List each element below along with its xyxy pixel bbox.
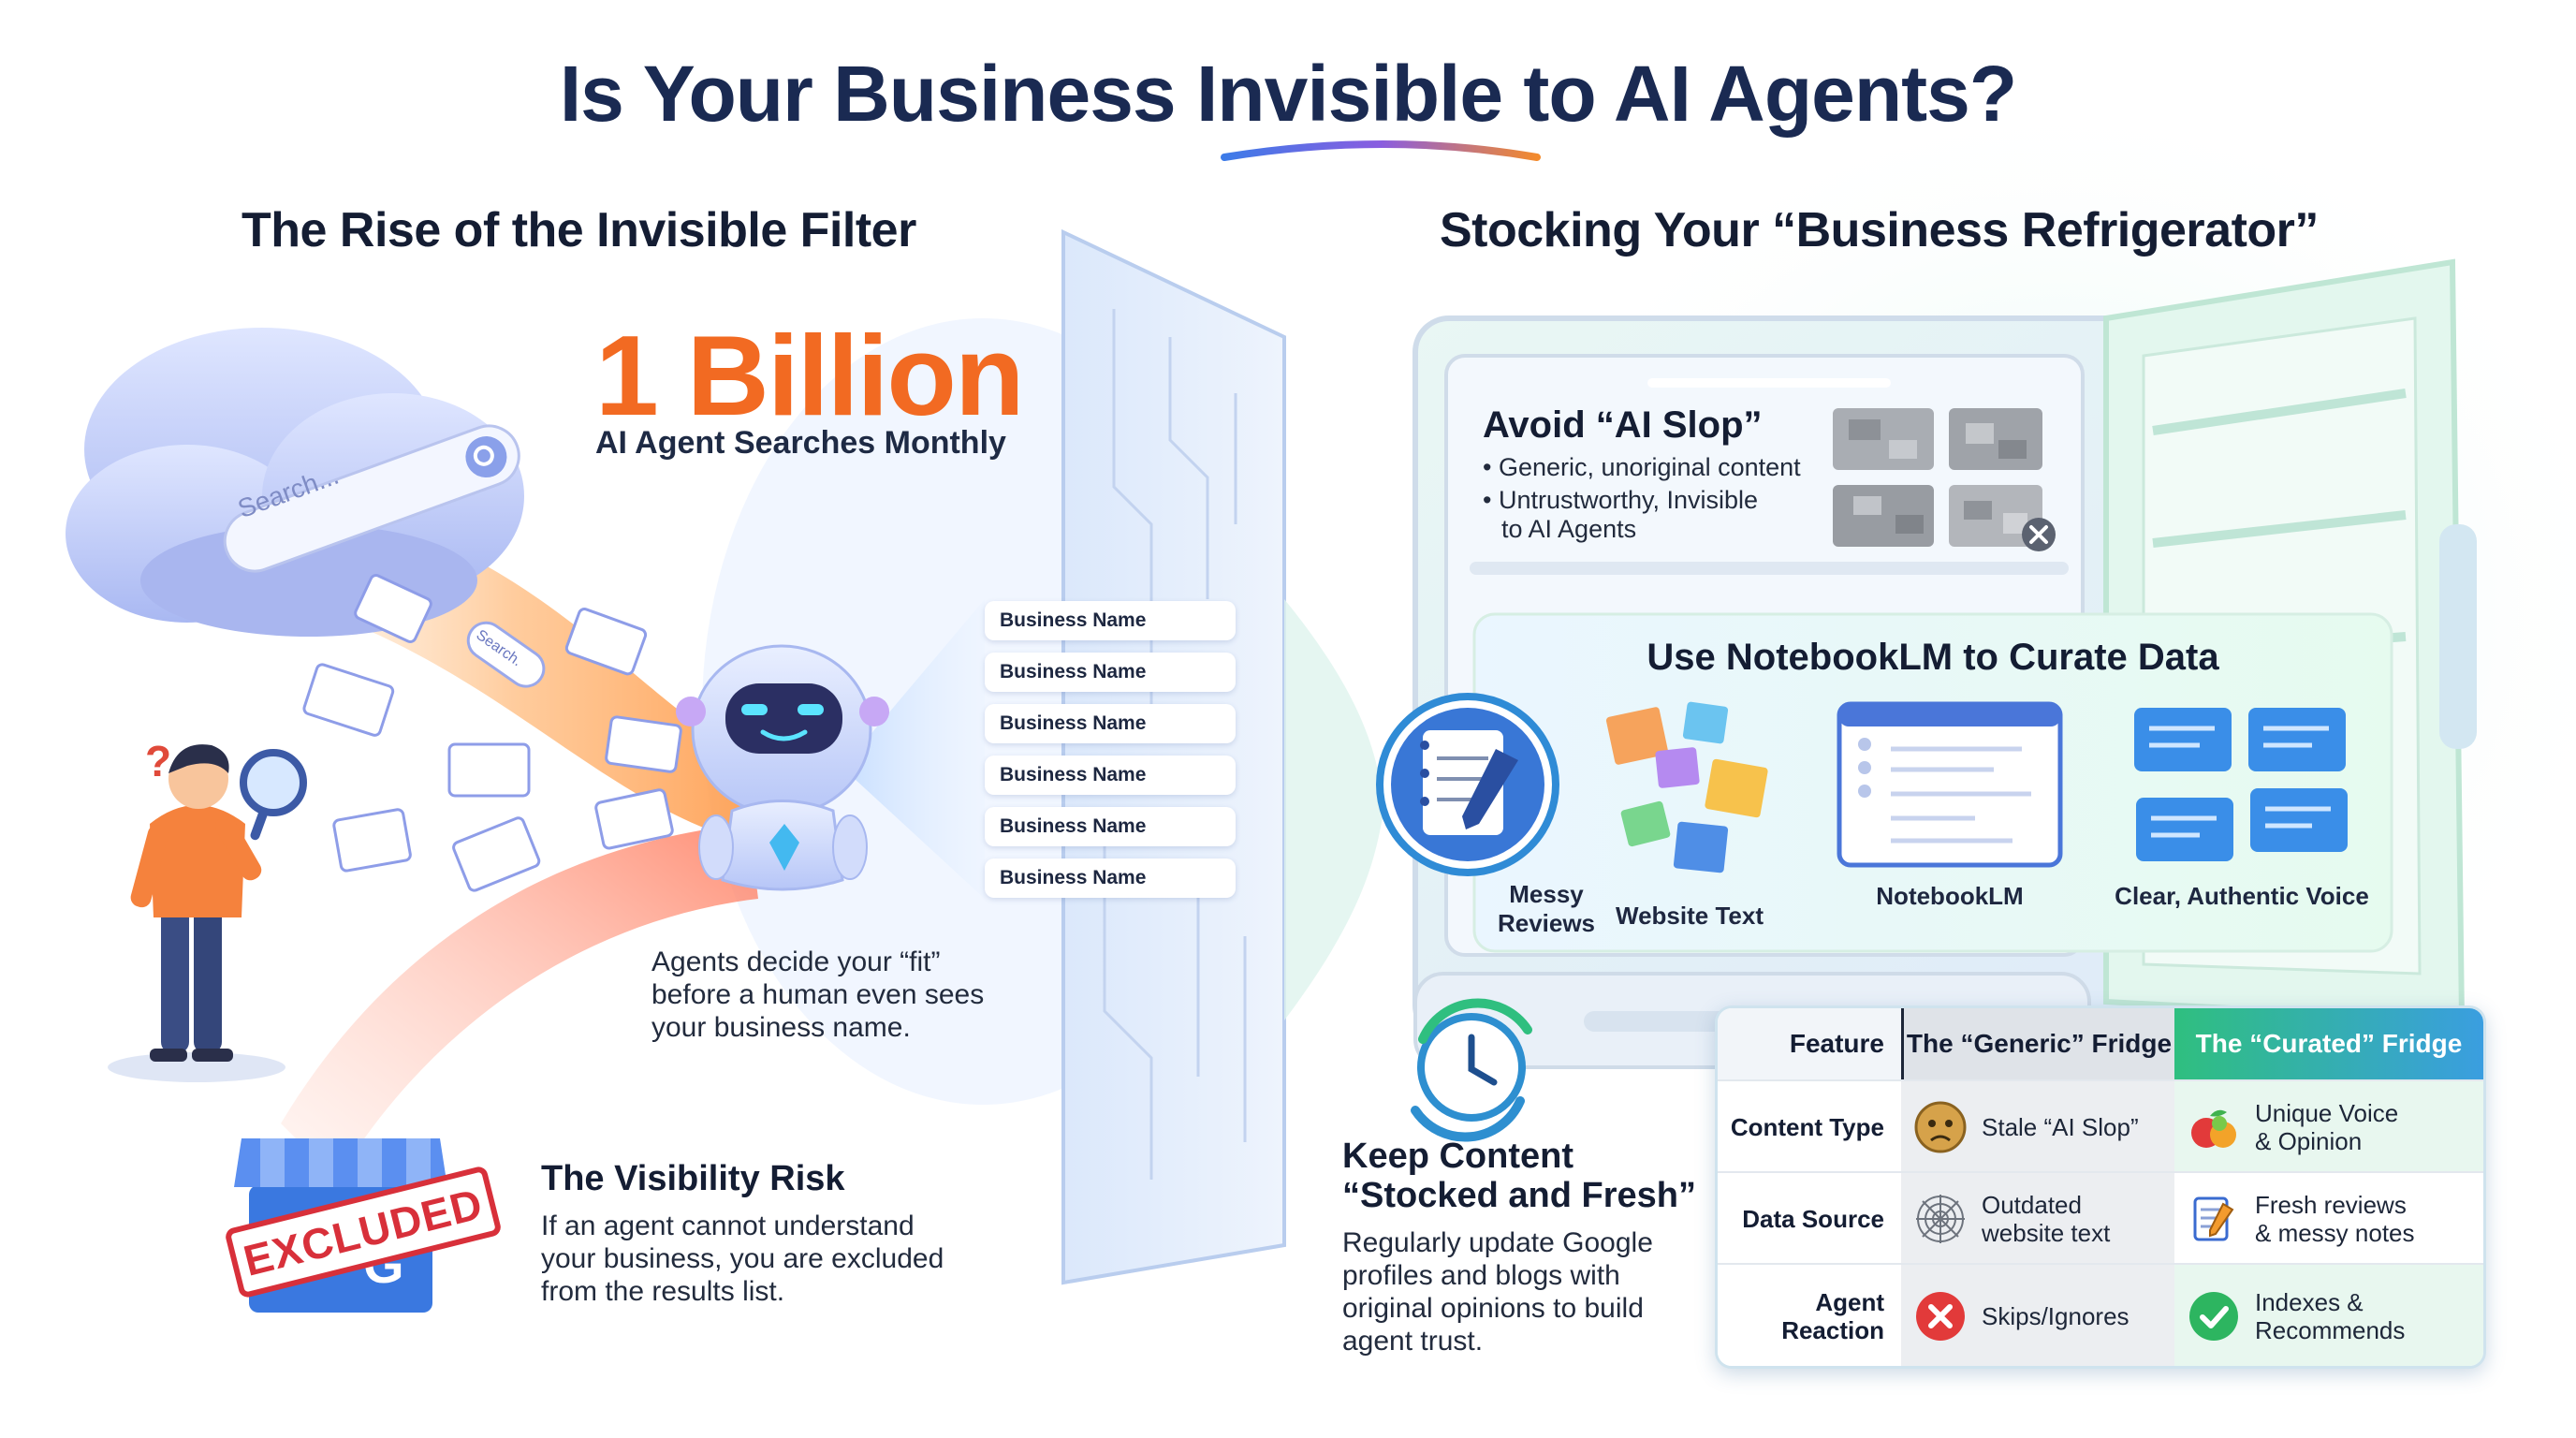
list-item[interactable]: Business Name (985, 653, 1236, 692)
ai-robot-illustration (676, 644, 889, 891)
stat-number: 1 Billion (595, 312, 1024, 439)
notebooklm-label: NotebookLM (1876, 882, 2024, 910)
avoid-bullet-generic: • Generic, unoriginal content (1483, 453, 1801, 481)
table-header-curated: The “Curated” Fridge (2174, 1008, 2483, 1079)
messy-reviews-label: Messy Reviews (1497, 880, 1596, 937)
row-feature-label: Data Source (1718, 1173, 1901, 1265)
list-item[interactable]: Business Name (985, 704, 1236, 743)
generic-value: Outdated website text (1982, 1191, 2111, 1247)
visibility-risk-text: If an agent cannot understand your busin… (541, 1211, 944, 1307)
row-feature-label: Content Type (1718, 1081, 1901, 1173)
avoid-bullet-invisible: to AI Agents (1501, 515, 1637, 543)
list-item[interactable]: Business Name (985, 756, 1236, 795)
table-row: Content Type Stale “AI Slop” Unique Voic… (1718, 1079, 2483, 1173)
fresh-produce-icon (2191, 1109, 2236, 1148)
sticky-notes-icon (1605, 701, 1768, 873)
visibility-risk-heading: The Visibility Risk (541, 1159, 845, 1198)
curate-title: Use NotebookLM to Curate Data (1647, 637, 2219, 678)
red-x-icon (1916, 1292, 1965, 1341)
website-text-label: Website Text (1616, 902, 1764, 930)
table-header-feature: Feature (1718, 1008, 1901, 1079)
comparison-table: Feature The “Generic” Fridge The “Curate… (1715, 1005, 2486, 1369)
row-feature-label: Agent Reaction (1718, 1265, 1901, 1366)
curated-value: Indexes & Recommends (2255, 1288, 2406, 1344)
page-title: Is Your Business Invisible to AI Agents? (559, 50, 2017, 138)
generic-value: Stale “AI Slop” (1982, 1113, 2139, 1141)
notebook-pencil-icon (1376, 693, 1559, 876)
green-check-icon (2189, 1292, 2238, 1341)
curated-value: Unique Voice & Opinion (2255, 1099, 2399, 1155)
table-header-generic: The “Generic” Fridge (1901, 1008, 2174, 1079)
generic-value: Skips/Ignores (1982, 1302, 2130, 1330)
curated-value: Fresh reviews & messy notes (2255, 1191, 2415, 1247)
worried-face-icon (1914, 1101, 1967, 1153)
question-mark-icon: ? (145, 737, 172, 785)
cobweb-icon (1916, 1195, 1965, 1243)
table-row: Agent Reaction Skips/Ignores Indexes & R… (1718, 1263, 2483, 1366)
avoid-slop-title: Avoid “AI Slop” (1483, 404, 1763, 446)
stat-caption: AI Agent Searches Monthly (595, 425, 1006, 461)
notebooklm-window-icon (1837, 701, 2063, 868)
avoid-bullet-untrustworthy: • Untrustworthy, Invisible (1483, 486, 1759, 514)
table-header-row: Feature The “Generic” Fridge The “Curate… (1718, 1008, 2483, 1079)
authentic-voice-label: Clear, Authentic Voice (2115, 882, 2369, 910)
person-with-magnifier-illustration (108, 744, 307, 1082)
right-section-heading: Stocking Your “Business Refrigerator” (1440, 203, 2319, 257)
fresh-content-text: Regularly update Google profiles and blo… (1342, 1227, 1653, 1357)
left-section-heading: The Rise of the Invisible Filter (242, 203, 916, 257)
notepad-pencil-icon (2193, 1196, 2234, 1241)
organized-cards-icon (2134, 708, 2348, 861)
fresh-content-heading: Keep Content “Stocked and Fresh” (1342, 1137, 1696, 1215)
list-item[interactable]: Business Name (985, 807, 1236, 846)
table-row: Data Source Outdated website text Fresh … (1718, 1171, 2483, 1265)
refresh-clock-icon (1411, 998, 1532, 1142)
list-item[interactable]: Business Name (985, 858, 1236, 898)
list-item[interactable]: Business Name (985, 601, 1236, 640)
agents-fit-caption: Agents decide your “fit” before a human … (651, 946, 985, 1043)
